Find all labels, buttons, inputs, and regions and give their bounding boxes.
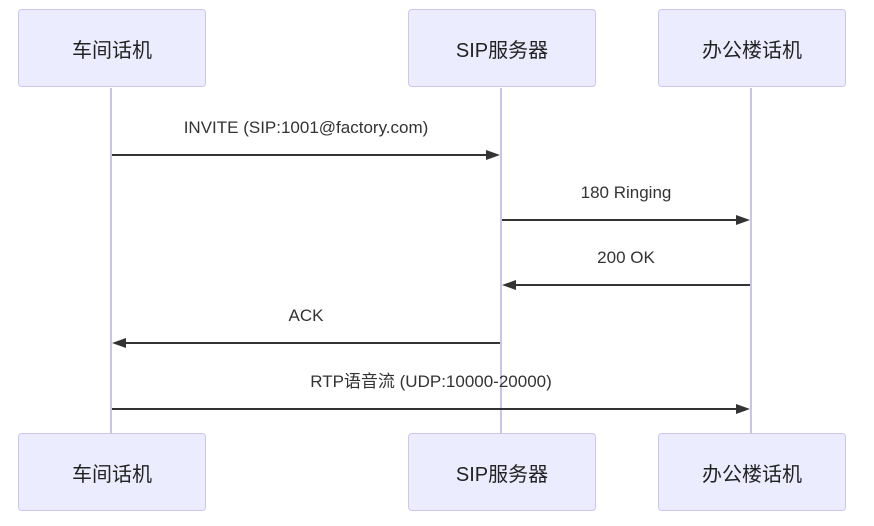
message-label-rtp-stream: RTP语音流 (UDP:10000-20000) [310, 372, 552, 391]
actor-label: 车间话机 [72, 39, 152, 62]
actor-top-sip-server: SIP服务器 [408, 9, 596, 87]
lifeline-workshop-phone [110, 88, 112, 434]
message-label-180-ringing: 180 Ringing [580, 183, 672, 202]
message-label-200-ok: 200 OK [597, 248, 655, 267]
lifeline-sip-server [500, 88, 502, 434]
actor-top-workshop-phone: 车间话机 [18, 9, 206, 87]
message-line-200-ok [512, 284, 750, 286]
actor-label: 办公楼话机 [702, 463, 802, 486]
actor-bottom-sip-server: SIP服务器 [408, 433, 596, 511]
arrowhead-right-icon [736, 404, 750, 414]
actor-bottom-office-phone: 办公楼话机 [658, 433, 846, 511]
actor-label: SIP服务器 [455, 463, 549, 486]
message-line-180-ringing [502, 219, 740, 221]
lifeline-office-phone [750, 88, 752, 434]
arrowhead-left-icon [502, 280, 516, 290]
message-line-ack [122, 342, 500, 344]
arrowhead-right-icon [486, 150, 500, 160]
actor-bottom-workshop-phone: 车间话机 [18, 433, 206, 511]
message-label-invite: INVITE (SIP:1001@factory.com) [183, 118, 429, 137]
message-label-ack: ACK [288, 306, 324, 325]
message-line-rtp-stream [112, 408, 740, 410]
actor-label: SIP服务器 [455, 39, 549, 62]
arrowhead-left-icon [112, 338, 126, 348]
actor-label: 车间话机 [72, 463, 152, 486]
actor-top-office-phone: 办公楼话机 [658, 9, 846, 87]
message-line-invite [112, 154, 490, 156]
actor-label: 办公楼话机 [702, 39, 802, 62]
arrowhead-right-icon [736, 215, 750, 225]
